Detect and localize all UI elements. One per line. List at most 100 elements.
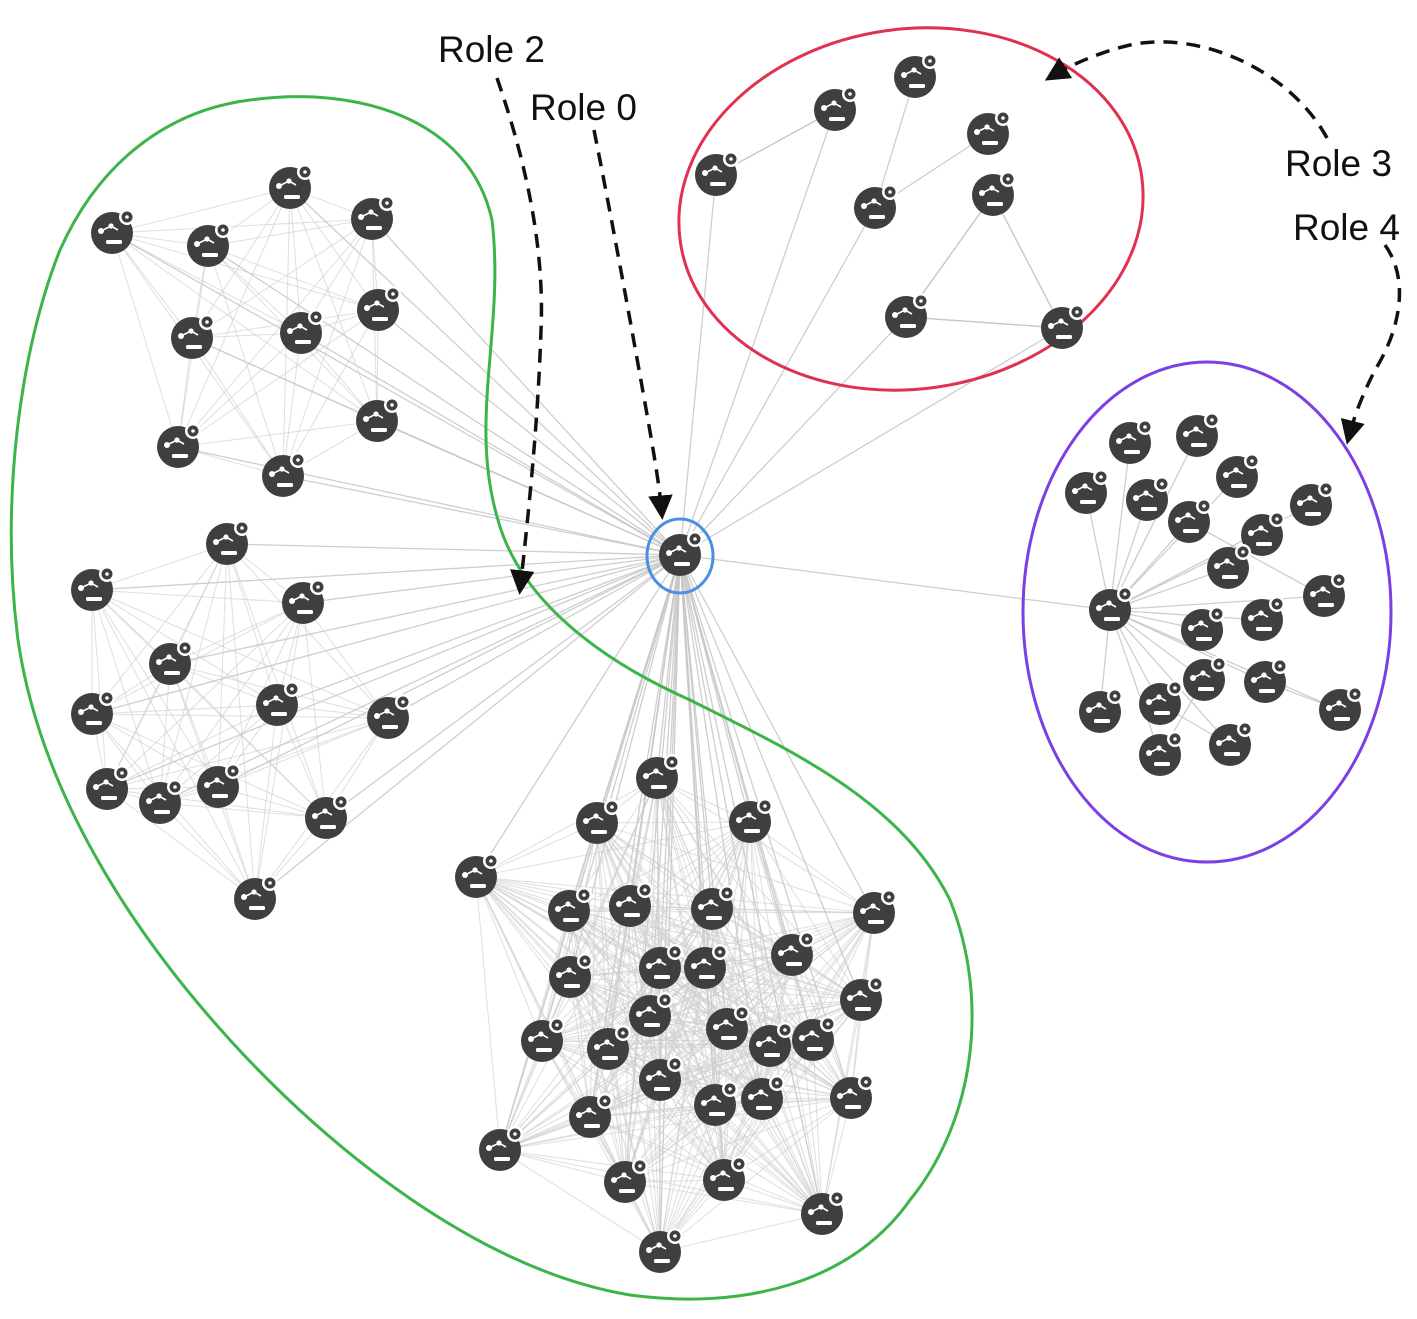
network-edge	[659, 954, 793, 969]
network-edge	[91, 543, 228, 715]
role-4-label: Role 4	[1293, 207, 1400, 248]
network-edge	[656, 777, 716, 1106]
user-node-icon	[71, 690, 115, 735]
user-node-icon	[1041, 304, 1085, 349]
network-edge	[302, 602, 389, 719]
network-edge	[289, 187, 378, 422]
network-edge	[714, 954, 793, 1106]
network-edge	[499, 1149, 626, 1183]
network-edge	[992, 194, 1063, 329]
network-edge	[607, 1048, 661, 1253]
network-edge	[475, 876, 543, 1042]
network-edge	[749, 821, 875, 914]
network-edge	[475, 554, 681, 878]
network-edge	[111, 232, 379, 311]
network-edge	[568, 910, 852, 1099]
user-node-icon	[1183, 656, 1227, 701]
user-node-icon	[1244, 658, 1288, 703]
network-edge	[282, 332, 302, 477]
user-node-icon	[1139, 680, 1183, 725]
network-edge	[106, 717, 389, 790]
network-edge	[569, 976, 591, 1118]
network-edge	[649, 954, 793, 1017]
network-edge	[499, 1149, 725, 1181]
network-edge	[111, 232, 302, 334]
user-node-icon	[1241, 596, 1285, 641]
network-edge	[749, 821, 793, 956]
network-edge	[106, 704, 278, 790]
network-edge	[679, 554, 1111, 612]
user-node-icon	[694, 1081, 738, 1126]
network-edge	[91, 589, 219, 788]
network-edge	[302, 602, 327, 819]
network-edge	[596, 822, 713, 910]
network-edge	[475, 821, 751, 878]
user-node-icon	[706, 1005, 750, 1050]
network-edge	[749, 821, 823, 1215]
network-edge	[541, 1028, 728, 1042]
user-node-icon	[1079, 688, 1123, 733]
network-edge	[1188, 521, 1325, 597]
network-edge	[1109, 609, 1161, 756]
network-edge	[91, 713, 389, 719]
role-4-pointer-arrow	[1340, 243, 1402, 445]
network-edge	[499, 1097, 852, 1151]
network-edge	[589, 1116, 823, 1215]
network-edge	[207, 218, 373, 247]
network-edge	[302, 554, 681, 605]
network-edge	[276, 554, 681, 706]
network-edge	[659, 1097, 852, 1253]
network-edge	[177, 420, 378, 448]
user-node-icon	[609, 882, 653, 927]
user-node-icon	[1109, 419, 1153, 464]
network-edge	[475, 876, 713, 910]
network-edge	[111, 187, 291, 234]
network-edge	[791, 954, 823, 1215]
network-edge	[704, 967, 862, 1001]
user-node-icon	[636, 754, 680, 799]
network-edge	[169, 554, 681, 666]
network-edge	[177, 309, 379, 448]
network-edge	[159, 802, 256, 900]
network-edge	[649, 999, 862, 1017]
network-edge	[569, 976, 626, 1183]
network-edge	[226, 541, 681, 556]
network-edge	[91, 589, 256, 900]
network-edge	[377, 309, 681, 556]
network-edge	[325, 554, 681, 819]
network-edge	[659, 1079, 823, 1215]
network-edge	[207, 245, 284, 477]
network-edge	[679, 554, 727, 1181]
network-edge	[475, 876, 823, 1215]
user-node-icon	[479, 1126, 523, 1171]
user-node-icon	[703, 1156, 747, 1201]
network-edge	[91, 713, 219, 788]
network-edge	[159, 802, 327, 819]
user-node-icon	[1181, 606, 1225, 651]
nodes-layer	[71, 53, 1363, 1273]
network-edge	[106, 602, 304, 790]
network-edge	[568, 910, 725, 1181]
user-node-icon	[576, 799, 620, 844]
network-edge	[282, 218, 373, 477]
user-node-icon	[351, 195, 395, 240]
network-edge	[254, 704, 278, 900]
network-edge	[226, 543, 256, 900]
network-edge	[282, 474, 681, 556]
role-3-pointer-arrow	[1044, 40, 1329, 139]
network-edge	[679, 554, 875, 914]
network-edge	[1109, 593, 1325, 611]
network-edge	[1109, 609, 1266, 683]
edges-layer	[91, 76, 1341, 1253]
network-edge	[106, 788, 256, 900]
role-0-pointer-arrow	[592, 129, 673, 520]
network-edge	[91, 589, 304, 604]
network-edge	[624, 1015, 651, 1183]
network-edge	[659, 1213, 823, 1253]
user-node-icon	[455, 853, 499, 898]
network-edge	[191, 337, 378, 422]
network-edge	[226, 543, 278, 706]
network-edge	[649, 1015, 725, 1181]
network-edge	[1109, 609, 1231, 746]
network-edge	[499, 967, 661, 1151]
